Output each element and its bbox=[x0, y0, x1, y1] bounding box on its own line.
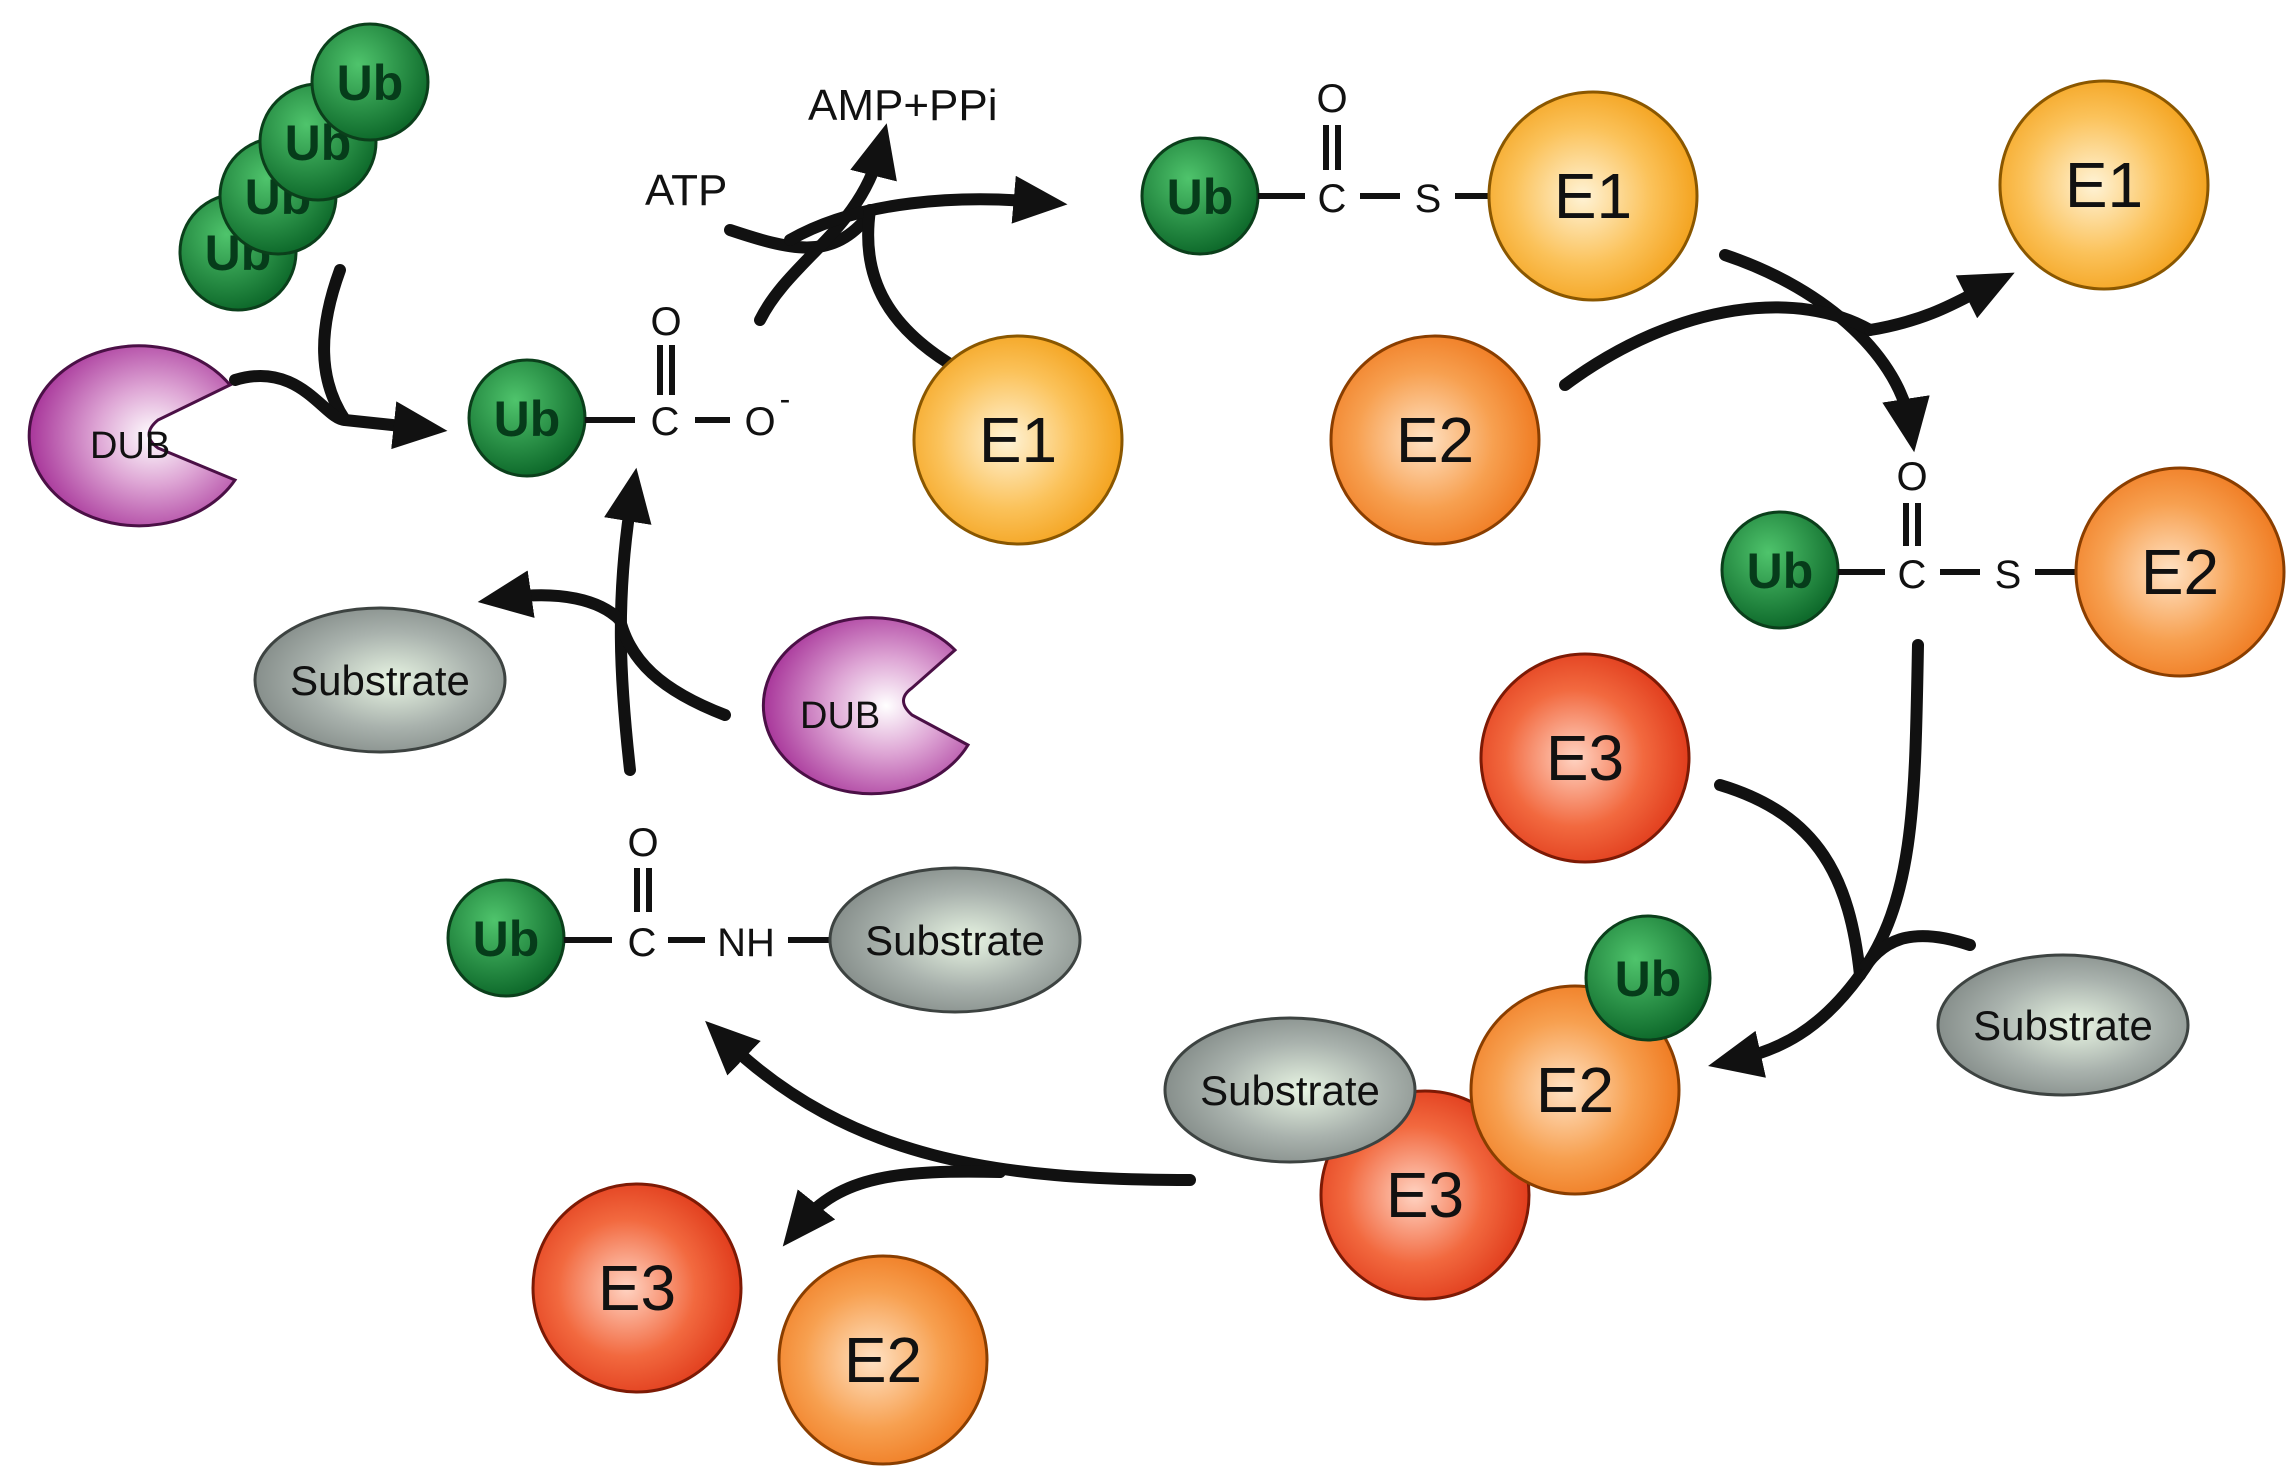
sulfur-label: S bbox=[1995, 553, 2022, 597]
arrow-substrate-joins bbox=[1854, 930, 1976, 981]
sulfur-label: S bbox=[1415, 177, 1442, 221]
ub-label: Ub bbox=[473, 911, 540, 967]
atp-label: ATP bbox=[645, 166, 727, 215]
e3-e2-ub-substrate-complex: E3 E2 Ub Substrate bbox=[1163, 914, 1712, 1301]
e3-free-1: E3 bbox=[1479, 652, 1691, 864]
arrow-ub-e2-down bbox=[1854, 639, 1924, 981]
amp-ppi-label: AMP+PPi bbox=[808, 81, 998, 130]
ub-e1-thioester: Ub C O S E1 bbox=[1140, 77, 1699, 302]
ubiquitinated-substrate: Ub C O NH Substrate bbox=[446, 821, 1082, 1014]
ub-label: Ub bbox=[337, 55, 404, 111]
dub-label: DUB bbox=[90, 425, 170, 467]
ub-label: Ub bbox=[494, 391, 561, 447]
e2-label: E2 bbox=[2141, 536, 2219, 608]
ub-e2-thioester: Ub C O S E2 bbox=[1720, 455, 2286, 678]
ub-label: Ub bbox=[1615, 951, 1682, 1007]
substrate-free-1: Substrate bbox=[1936, 953, 2190, 1097]
arrows bbox=[229, 123, 2015, 1247]
carbon-label: C bbox=[1318, 177, 1347, 221]
e1-free-2: E1 bbox=[1998, 79, 2210, 291]
substrate-free-2: Substrate bbox=[253, 606, 507, 754]
oxygen-label: O bbox=[1316, 77, 1347, 121]
dub-enzyme-1: DUB bbox=[27, 344, 238, 528]
e3-label: E3 bbox=[1386, 1159, 1464, 1231]
arrow-polyub-down bbox=[318, 264, 351, 426]
arrow-amp-ppi-out bbox=[754, 123, 897, 326]
arrow-substrate-released bbox=[477, 570, 626, 626]
e2-label: E2 bbox=[1536, 1054, 1614, 1126]
carbon-label: C bbox=[1898, 553, 1927, 597]
e2-label: E2 bbox=[844, 1324, 922, 1396]
oxygen-label: O bbox=[650, 300, 681, 344]
substrate-label: Substrate bbox=[865, 917, 1045, 964]
e1-label: E1 bbox=[979, 404, 1057, 476]
arrow-e2-e3-released bbox=[782, 1165, 1006, 1247]
e1-free-1: E1 bbox=[912, 334, 1124, 546]
ub-label: Ub bbox=[1167, 169, 1234, 225]
substrate-label: Substrate bbox=[290, 657, 470, 704]
arrow-dub-release-ub bbox=[229, 369, 448, 450]
negative-charge-label: - bbox=[780, 381, 791, 417]
arrow-e1-released bbox=[1864, 272, 2015, 336]
e3-label: E3 bbox=[1546, 722, 1624, 794]
arrow-e3-joins bbox=[1714, 779, 1866, 981]
dub-label: DUB bbox=[800, 695, 880, 737]
arrow-dub-joins bbox=[614, 614, 731, 721]
arrow-complex-out bbox=[705, 1020, 1196, 1186]
oxygen-label: O bbox=[1896, 455, 1927, 499]
dub-enzyme-2: DUB bbox=[761, 616, 971, 796]
arrow-atp-in bbox=[724, 214, 871, 254]
nh-label: NH bbox=[717, 921, 775, 965]
ub-chain-4: Ub bbox=[310, 22, 430, 142]
ub-label: Ub bbox=[1747, 543, 1814, 599]
carboxylate-oxygen-label: O bbox=[744, 400, 775, 444]
polyubiquitin-chain: Ub Ub Ub Ub bbox=[178, 22, 430, 312]
carbon-label: C bbox=[651, 400, 680, 444]
e1-label: E1 bbox=[2065, 149, 2143, 221]
substrate-label: Substrate bbox=[1973, 1002, 2153, 1049]
arrow-to-ub-e1 bbox=[784, 175, 1068, 246]
free-ubiquitin: Ub C O O - bbox=[467, 300, 791, 478]
e3-label: E3 bbox=[598, 1252, 676, 1324]
arrow-e1-to-e2-transfer bbox=[1719, 249, 1930, 453]
e2-free-2: E2 bbox=[777, 1254, 989, 1466]
e2-label: E2 bbox=[1396, 404, 1474, 476]
arrow-e2-joins bbox=[1559, 301, 1876, 391]
oxygen-label: O bbox=[627, 821, 658, 865]
carbon-label: C bbox=[628, 921, 657, 965]
substrate-label: Substrate bbox=[1200, 1067, 1380, 1114]
arrow-to-complex bbox=[1708, 969, 1866, 1078]
arrow-e1-joins bbox=[862, 204, 966, 376]
e1-label: E1 bbox=[1554, 160, 1632, 232]
e3-free-2: E3 bbox=[531, 1182, 743, 1394]
e2-free-1: E2 bbox=[1329, 334, 1541, 546]
